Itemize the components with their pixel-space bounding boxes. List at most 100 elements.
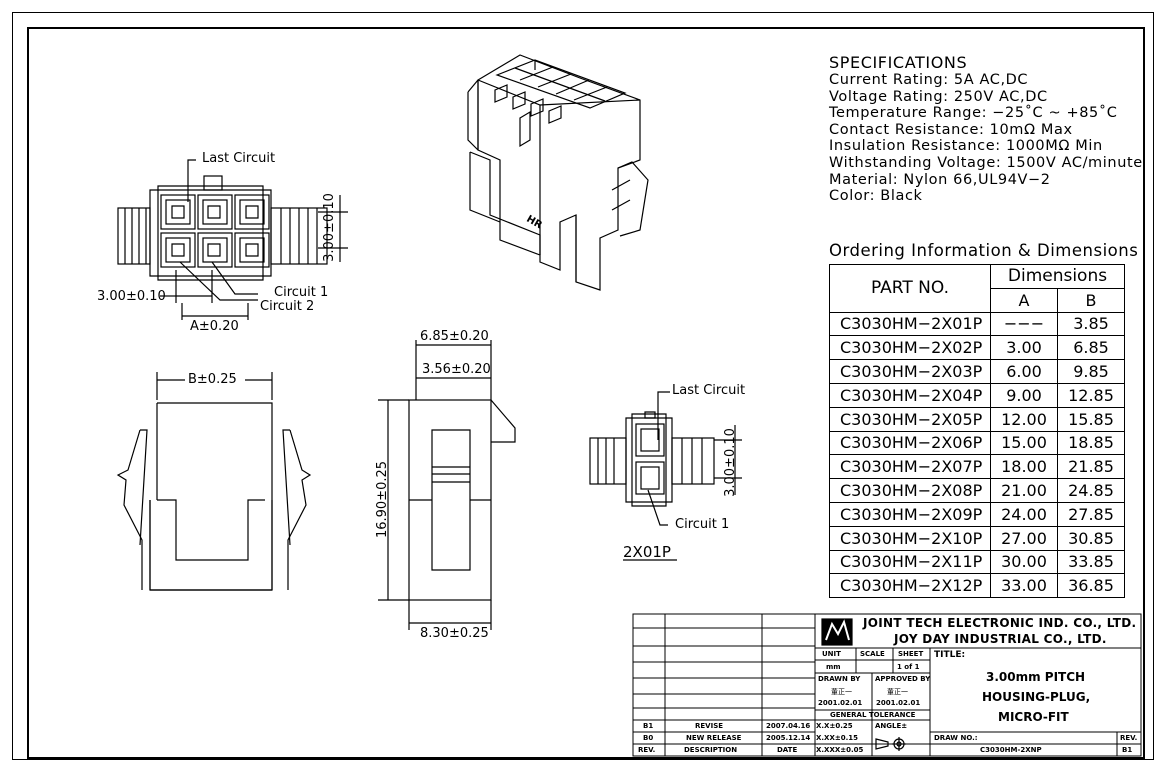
dim-b-cell: 36.85 [1057, 573, 1125, 599]
part-no-cell: C3030HM−2X10P [829, 525, 991, 551]
dim-a-cell: 18.00 [990, 454, 1058, 480]
part-no-cell: C3030HM−2X09P [829, 501, 991, 527]
drawn-by-label: DRAWN BY [818, 675, 861, 683]
revision-2-desc: NEW RELEASE [686, 734, 742, 742]
part-no-cell: C3030HM−2X03P [829, 359, 991, 384]
scale-label: SCALE [860, 650, 885, 658]
spec-material: Material: Nylon 66,UL94V−2 [829, 171, 1051, 188]
dim-b-cell: 33.85 [1057, 549, 1125, 575]
part-no-cell: C3030HM−2X02P [829, 335, 991, 361]
front-view-2x03 [117, 159, 348, 320]
specifications-heading: SPECIFICATIONS [829, 53, 968, 72]
rev-value: B1 [1122, 746, 1133, 754]
label-circuit-2: Circuit 2 [260, 299, 315, 314]
dim-a-cell: 6.00 [990, 359, 1058, 384]
dim-a-cell: 27.00 [990, 525, 1058, 551]
dim-pitch-vertical: 3.00±0.10 [321, 193, 337, 262]
header-date: DATE [777, 746, 798, 754]
dim-a-cell: 12.00 [990, 406, 1058, 432]
dim-a: A±0.20 [190, 319, 239, 334]
revision-1-rev: B1 [643, 722, 654, 730]
tolerance-3: X.XXX±0.05 [816, 746, 864, 754]
part-no-cell: C3030HM−2X01P [829, 311, 991, 337]
title-line-2: HOUSING-PLUG, [982, 690, 1091, 704]
unit-label: UNIT [822, 650, 841, 658]
dim-b-cell: 12.85 [1057, 382, 1125, 408]
sheet-value: 1 of 1 [897, 663, 920, 671]
side-view-height [378, 340, 516, 630]
ordering-heading: Ordering Information & Dimensions [829, 241, 1139, 260]
col-a: A [990, 287, 1058, 313]
title-block-grid [632, 613, 1142, 757]
part-no-cell: C3030HM−2X04P [829, 382, 991, 408]
spec-color: Color: Black [829, 188, 923, 205]
dim-b-cell: 21.85 [1057, 454, 1125, 480]
header-description: DESCRIPTION [684, 746, 738, 754]
header-rev: REV. [638, 746, 656, 754]
part-no-cell: C3030HM−2X05P [829, 406, 991, 432]
front-view-2x01 [589, 391, 742, 526]
small-label-circuit-1: Circuit 1 [675, 517, 730, 532]
drawn-by-name: 董正一 [831, 688, 852, 696]
dim-3-56: 3.56±0.20 [422, 362, 491, 377]
dim-b-cell: 18.85 [1057, 430, 1125, 456]
label-last-circuit: Last Circuit [202, 151, 276, 166]
col-b: B [1057, 287, 1125, 313]
isometric-view [467, 54, 649, 291]
ordering-table: PART NO. Dimensions A B C3030HM−2X01P−−−… [829, 264, 1125, 599]
col-part-no: PART NO. [829, 264, 991, 313]
title-label: TITLE: [934, 650, 966, 660]
dim-a-cell: −−− [990, 311, 1058, 337]
dim-b-cell: 9.85 [1057, 359, 1125, 384]
dim-a-cell: 15.00 [990, 430, 1058, 456]
small-label-last-circuit: Last Circuit [672, 383, 746, 398]
dim-b: B±0.25 [188, 372, 237, 387]
drawing-inner-border [27, 27, 1145, 759]
dim-b-cell: 3.85 [1057, 311, 1125, 337]
title-line-1: 3.00mm PITCH [986, 670, 1086, 684]
dim-pitch-horizontal: 3.00±0.10 [97, 289, 166, 304]
title-line-3: MICRO-FIT [998, 710, 1069, 724]
sheet-label: SHEET [898, 650, 924, 658]
unit-value: mm [826, 663, 841, 671]
company-logo [821, 618, 853, 646]
dim-8-30: 8.30±0.25 [420, 626, 489, 641]
revision-2-rev: B0 [643, 734, 654, 742]
approved-date: 2001.02.01 [876, 699, 921, 707]
tolerance-2: X.XX±0.15 [816, 734, 858, 742]
draw-no-value: C3030HM-2XNP [980, 746, 1042, 754]
tolerance-1: X.X±0.25 [816, 722, 853, 730]
drawn-date: 2001.02.01 [818, 699, 863, 707]
small-dim-pitch-vertical: 3.00±0.10 [722, 428, 738, 497]
label-circuit-1: Circuit 1 [274, 285, 329, 300]
dim-a-cell: 30.00 [990, 549, 1058, 575]
company-name-1: JOINT TECH ELECTRONIC IND. CO., LTD. [863, 616, 1137, 630]
caption-2x01p: 2X01P [623, 543, 671, 561]
revision-1-desc: REVISE [695, 722, 724, 730]
spec-voltage-rating: Voltage Rating: 250V AC,DC [829, 88, 1048, 105]
dim-a-cell: 9.00 [990, 382, 1058, 408]
spec-insulation-resistance: Insulation Resistance: 1000MΩ Min [829, 138, 1103, 155]
dim-b-cell: 30.85 [1057, 525, 1125, 551]
col-dimensions: Dimensions [990, 264, 1125, 289]
approved-by-name: 董正一 [887, 688, 908, 696]
side-view-b [116, 372, 312, 591]
spec-contact-resistance: Contact Resistance: 10mΩ Max [829, 121, 1073, 138]
revision-2-date: 2005.12.14 [766, 734, 811, 742]
dim-b-cell: 15.85 [1057, 406, 1125, 432]
dim-a-cell: 21.00 [990, 478, 1058, 503]
dim-16-90: 16.90±0.25 [375, 460, 391, 539]
approved-by-label: APPROVED BY [875, 675, 931, 683]
part-no-cell: C3030HM−2X11P [829, 549, 991, 575]
angle-label: ANGLE± [875, 722, 908, 730]
part-no-cell: C3030HM−2X08P [829, 478, 991, 503]
part-no-cell: C3030HM−2X07P [829, 454, 991, 480]
